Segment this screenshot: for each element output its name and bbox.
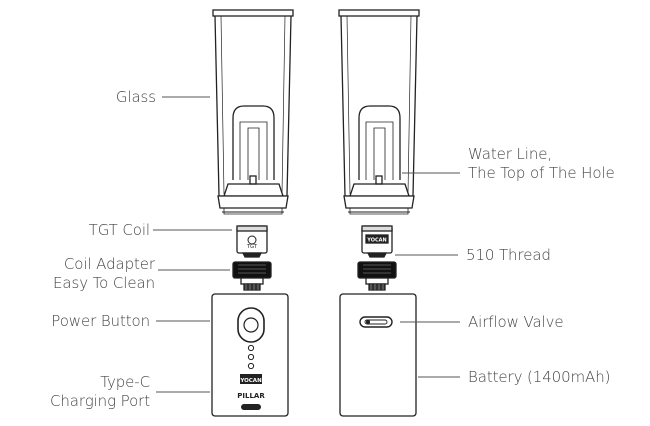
tgt-coil-right (361, 225, 393, 258)
leader-lines (153, 96, 460, 393)
label-coil-adapter-line1: Coil Adapter (63, 255, 155, 273)
glass-right (338, 9, 420, 215)
label-battery: Battery (1400mAh) (468, 368, 611, 386)
product-name-mark: PILLAR (237, 392, 265, 400)
label-glass: Glass (115, 88, 156, 106)
label-510-thread: 510 Thread (466, 246, 551, 264)
label-type-c-line1: Type-C (100, 373, 150, 391)
brand-badge-coil: YOCAN (366, 238, 386, 244)
brand-badge-battery: YOCAN (239, 378, 262, 384)
label-water-line-line1: Water Line, (468, 145, 553, 163)
coil-adapter-left (232, 261, 272, 291)
glass-left (212, 9, 294, 215)
coil-marking-left: TGT (246, 244, 258, 250)
label-power-button: Power Button (51, 312, 150, 330)
label-type-c-line2: Charging Port (50, 392, 150, 410)
coil-adapter-right (357, 261, 397, 291)
label-tgt-coil: TGT Coil (88, 221, 150, 239)
label-water-line-line2: The Top of The Hole (468, 164, 615, 182)
label-airflow-valve: Airflow Valve (468, 313, 564, 331)
tgt-coil-left (236, 225, 268, 258)
battery-back (339, 293, 417, 417)
battery-front (211, 293, 289, 417)
label-coil-adapter-line2: Easy To Clean (53, 274, 155, 292)
